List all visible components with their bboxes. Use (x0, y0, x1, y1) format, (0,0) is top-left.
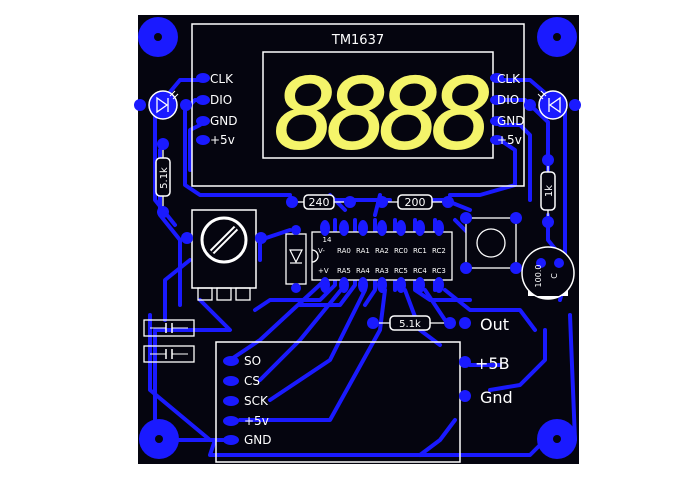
display-chip-label: TM1637 (331, 33, 384, 48)
resistor-bottom-value: 5.1k (399, 319, 421, 330)
left-pin-gnd: GND (210, 114, 238, 128)
led-right (524, 90, 581, 120)
ic-top-pad (320, 220, 330, 236)
ic-bottom-label-6: RC3 (432, 267, 446, 275)
plus5-label: +5B (475, 354, 510, 373)
right-pin-clk: CLK (497, 72, 521, 86)
sensor-pin-gnd: GND (244, 433, 272, 447)
sensor-connector: SO CS SCK +5v GND (215, 341, 461, 463)
electrolytic-capacitor: 100.0 C (521, 246, 575, 300)
ic-bottom-label-5: RC4 (413, 267, 427, 275)
resistor-200: 200 (376, 194, 454, 210)
resistor-left-5k1: 5.1k (155, 138, 171, 218)
ic-bottom-pad (415, 277, 425, 293)
resistor-240: 240 (286, 194, 356, 210)
ic-bottom-label-0: +V (318, 267, 329, 275)
ic-top-pad (415, 220, 425, 236)
display-window (262, 51, 494, 159)
ic-top-pad (339, 220, 349, 236)
display-left-header: CLK DIO GND +5v (196, 72, 238, 147)
microcontroller-ic: 14 V- RA0 RA1 RA2 RC0 RC1 RC2 +V RA5 RA4… (311, 220, 453, 293)
resistor-right-value: 1k (544, 185, 555, 197)
ic-top-label-6: RC2 (432, 247, 446, 255)
ic-bottom-pad (434, 277, 444, 293)
potentiometer (181, 209, 267, 301)
power-terminals: Out +5B Gnd (459, 315, 513, 407)
ic-top-pad (434, 220, 444, 236)
ic-top-pad (358, 220, 368, 236)
ic-bottom-label-1: RA5 (337, 267, 351, 275)
led-left (134, 90, 192, 120)
ic-bottom-label-4: RC5 (394, 267, 408, 275)
resistor-200-value: 200 (405, 196, 426, 209)
gnd-label: Gnd (480, 388, 513, 407)
ic-top-pad (396, 220, 406, 236)
ic-bottom-pad (320, 277, 330, 293)
display-right-header: CLK DIO GND +5v (490, 72, 525, 147)
right-pin-gnd: GND (497, 114, 525, 128)
resistor-right-1k: 1k (540, 154, 556, 228)
left-pin-5v: +5v (210, 133, 235, 147)
out-label: Out (480, 315, 509, 334)
ic-top-label-1: RA0 (337, 247, 351, 255)
sensor-pin-5v: +5v (244, 414, 269, 428)
ic-top-label-3: RA2 (375, 247, 389, 255)
ic-top-label-5: RC1 (413, 247, 427, 255)
ic-pin-number: 14 (323, 236, 332, 244)
mounting-holes (138, 17, 577, 459)
seven-segment-digits: 8888 (273, 58, 489, 172)
resistor-240-value: 240 (309, 196, 330, 209)
ic-bottom-label-2: RA4 (356, 267, 370, 275)
ic-bottom-pad (339, 277, 349, 293)
left-pin-dio: DIO (210, 93, 232, 107)
ic-bottom-label-3: RA3 (375, 267, 389, 275)
push-button (460, 212, 522, 274)
sensor-pin-sck: SCK (244, 394, 269, 408)
ic-bottom-pad (358, 277, 368, 293)
resistor-bottom-5k1: 5.1k (367, 315, 456, 331)
capacitor-letter: C (550, 273, 559, 279)
sensor-pin-cs: CS (244, 374, 260, 388)
ic-top-label-2: RA1 (356, 247, 370, 255)
ic-bottom-pad (396, 277, 406, 293)
sensor-pin-so: SO (244, 354, 261, 368)
right-pin-5v: +5v (497, 133, 522, 147)
capacitor-value: 100.0 (534, 265, 543, 288)
left-pin-clk: CLK (210, 72, 234, 86)
ceramic-capacitors (143, 319, 195, 363)
ic-top-label-4: RC0 (394, 247, 408, 255)
resistor-left-value: 5.1k (159, 167, 170, 189)
ic-top-pad (377, 220, 387, 236)
diode-component (285, 225, 307, 293)
ic-bottom-pad (377, 277, 387, 293)
ic-top-label-0: V- (318, 247, 325, 255)
right-pin-dio: DIO (497, 93, 519, 107)
